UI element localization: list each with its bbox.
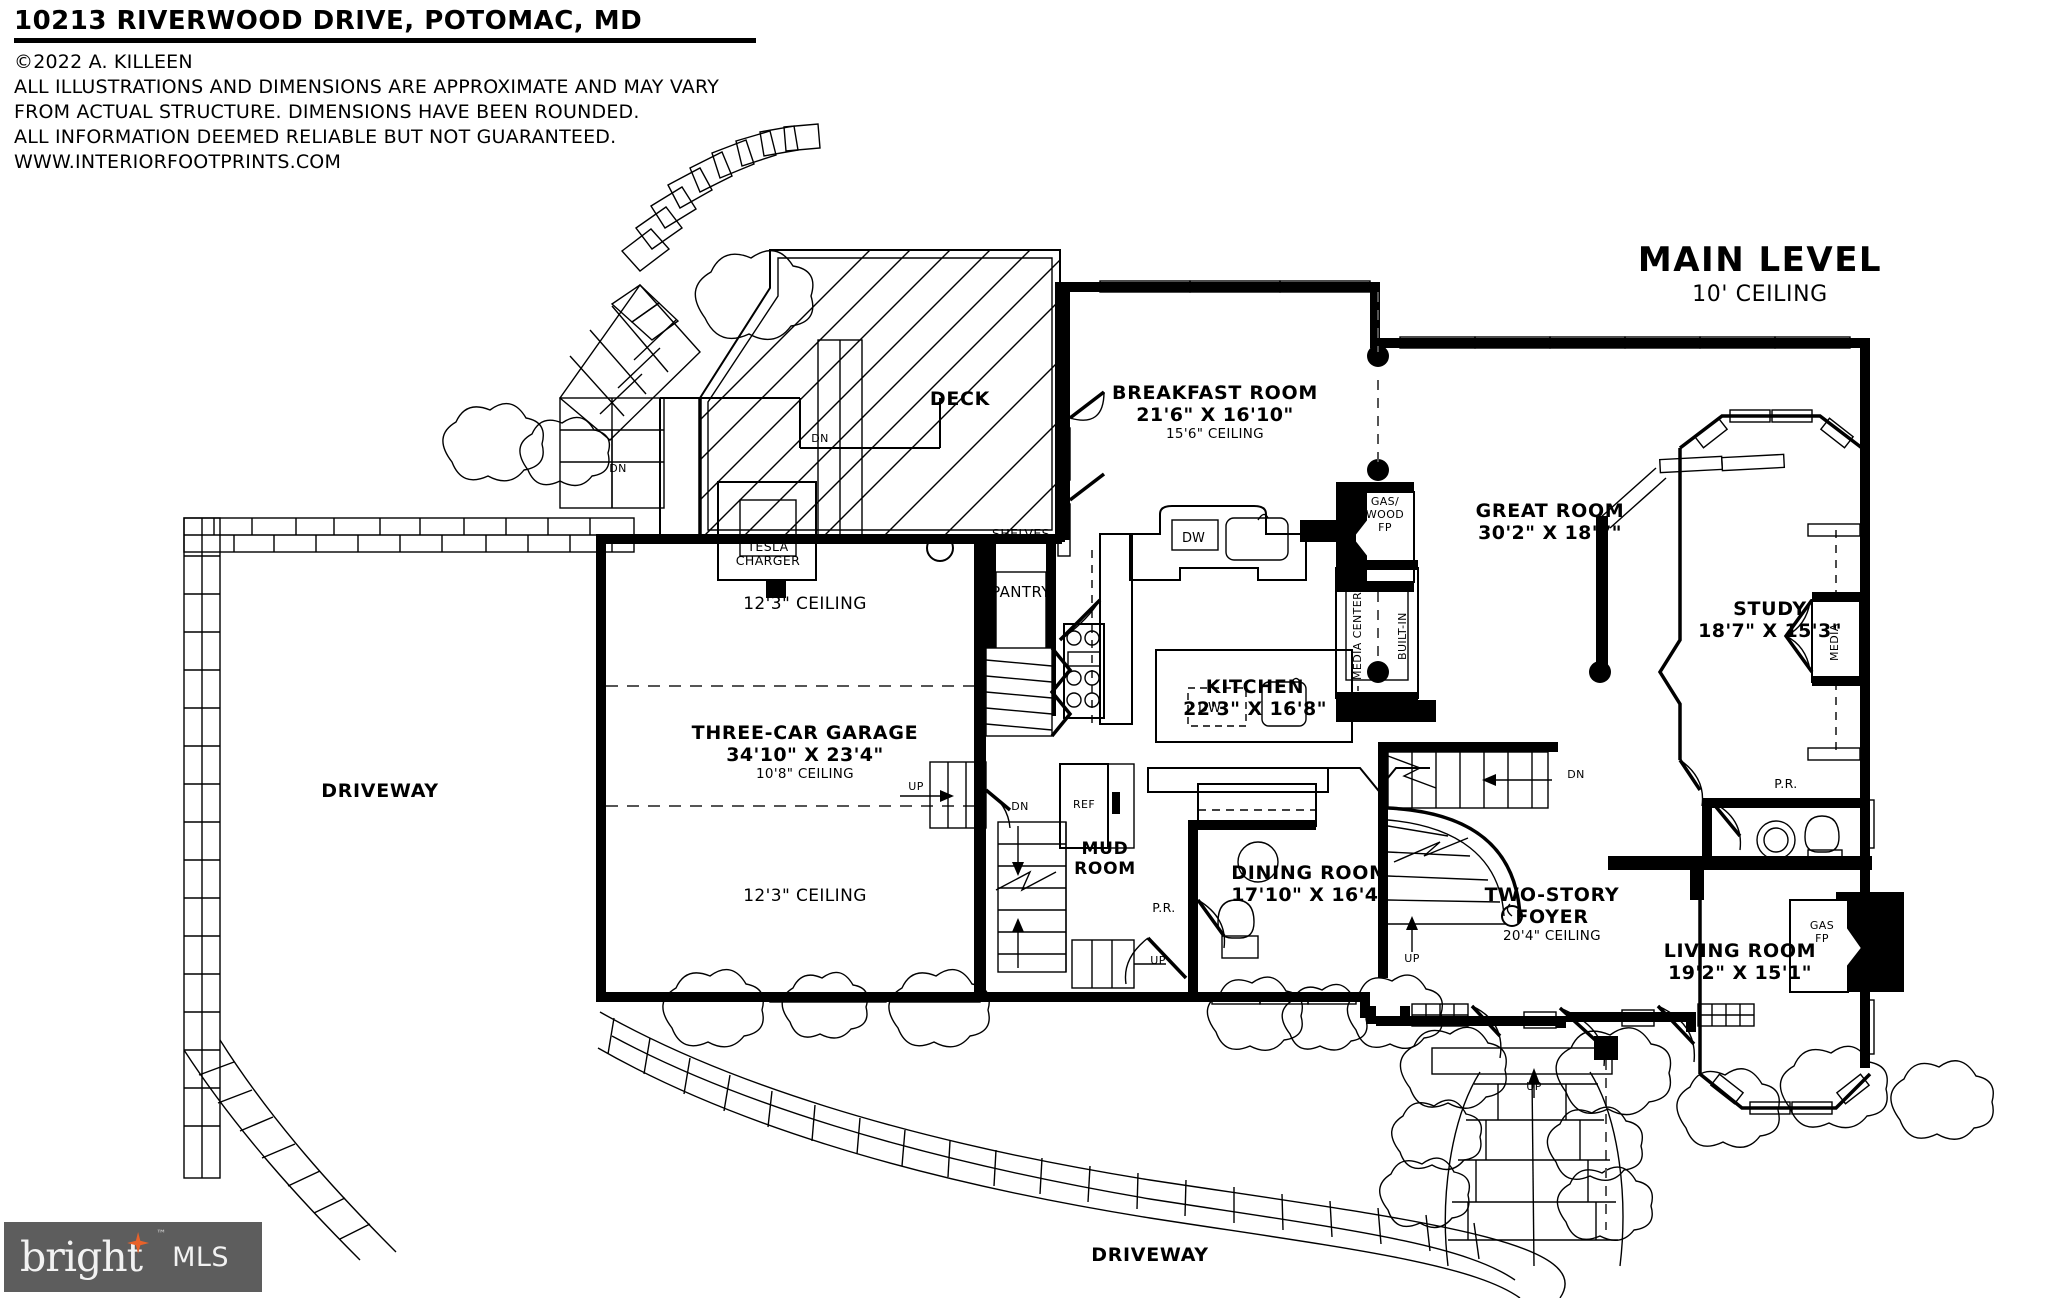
label-up-mudroom: UP: [1150, 954, 1166, 967]
room-label-dining-room: DINING ROOM 17'10" X 16'4": [1231, 862, 1389, 907]
media-center-built-in: [1335, 560, 1436, 722]
room-label-deck: DECK: [929, 388, 991, 410]
level-title-block: MAIN LEVEL 10' CEILING: [1630, 240, 1890, 307]
label-dn-deck-right: DN: [811, 432, 829, 445]
gas-wood-fireplace: [1300, 482, 1415, 592]
label-pantry: PANTRY: [991, 583, 1051, 601]
deck-side-structure: [659, 339, 941, 541]
label-driveway-bottom: DRIVEWAY: [1091, 1244, 1209, 1266]
living-room: [1608, 820, 1904, 1115]
level-ceiling-height: 10' CEILING: [1692, 282, 1828, 307]
room-label-two-story-foyer: TWO-STORY FOYER 20'4" CEILING: [1484, 884, 1620, 945]
trademark-icon: ™: [156, 1229, 166, 1240]
foyer-staircase: [1378, 742, 1558, 978]
tesla-charger-unit: [717, 481, 817, 598]
dining-room-walls: [1188, 992, 1368, 1005]
room-label-breakfast-room: BREAKFAST ROOM 21'6" X 16'10" 15'6" CEIL…: [1112, 382, 1318, 443]
label-gas-wood-fireplace: GAS/ WOOD FP: [1365, 495, 1405, 534]
front-entry: [1400, 1003, 1755, 1067]
stone-retaining-wall: [183, 517, 635, 1261]
landscape-shrubs: [442, 249, 1994, 1242]
label-refrigerator: REF: [1072, 798, 1096, 811]
mudroom-stairs: [900, 598, 1188, 989]
level-title: MAIN LEVEL: [1637, 240, 1883, 280]
mudroom-powder-room: [1188, 783, 1317, 1000]
room-label-mud-room: MUD ROOM: [1074, 839, 1136, 879]
label-up-foyer: UP: [1404, 952, 1420, 965]
structural-posts: [1367, 292, 1618, 1230]
label-tesla-charger: TESLA CHARGER: [735, 539, 801, 569]
label-media-center: MEDIA CENTER: [1351, 591, 1364, 681]
label-up-garage: UP: [908, 780, 924, 793]
label-garage-ceiling-bottom: 12'3" CEILING: [743, 886, 867, 906]
label-powder-room-study: P.R.: [1774, 776, 1798, 791]
label-media-closet: MEDIA: [1828, 623, 1841, 661]
title-underline: [14, 38, 756, 43]
label-shelves: SHELVES: [991, 526, 1050, 541]
front-walkway: [1431, 1047, 1624, 1267]
disclaimer-line-3: ALL INFORMATION DEEMED RELIABLE BUT NOT …: [14, 126, 617, 148]
mls-watermark: bright ™ MLS: [4, 1222, 262, 1292]
label-driveway-left: DRIVEWAY: [321, 780, 439, 802]
label-up-walkway: UP: [1526, 1080, 1542, 1093]
label-garage-ceiling-top: 12'3" CEILING: [743, 594, 867, 614]
disclaimer-line-2: FROM ACTUAL STRUCTURE. DIMENSIONS HAVE B…: [14, 101, 640, 123]
page-title: 10213 RIVERWOOD DRIVE, POTOMAC, MD: [14, 6, 643, 36]
great-room-exterior-door: [1596, 453, 1786, 672]
svg-text:DW: DW: [1198, 701, 1221, 716]
room-label-three-car-garage: THREE-CAR GARAGE 34'10" X 23'4" 10'8" CE…: [691, 722, 919, 783]
room-label-study: STUDY 18'7" X 15'3": [1698, 598, 1842, 643]
deck-stairs-upper: [610, 123, 821, 341]
disclaimer-line-1: ALL ILLUSTRATIONS AND DIMENSIONS ARE APP…: [14, 76, 719, 98]
label-gas-fireplace: GAS FP: [1809, 919, 1835, 945]
website-text: WWW.INTERIORFOOTPRINTS.COM: [14, 151, 342, 173]
label-dn-mudroom: DN: [1011, 800, 1029, 813]
watermark-suffix: MLS: [172, 1241, 230, 1273]
label-dn-foyer: DN: [1567, 768, 1585, 781]
room-label-great-room: GREAT ROOM 30'2" X 18'7": [1475, 500, 1625, 545]
watermark-brand-text: bright: [20, 1233, 143, 1281]
study-room: [1657, 338, 1870, 826]
label-powder-room-mudroom: P.R.: [1152, 900, 1176, 915]
kitchen-fixtures: DW DW: [1059, 505, 1430, 849]
label-built-in: BUILT-IN: [1396, 612, 1409, 660]
study-powder-room: [1702, 798, 1875, 870]
copyright-text: ©2022 A. KILLEEN: [14, 51, 193, 73]
svg-text:DW: DW: [1182, 531, 1205, 546]
driveway-stone-border: [597, 1011, 1566, 1298]
label-dn-deck-left: DN: [609, 462, 627, 475]
room-label-kitchen: KITCHEN 22'3" X 16'8": [1183, 676, 1327, 721]
room-label-living-room: LIVING ROOM 19'2" X 15'1": [1663, 940, 1817, 985]
deck-landing-steps: [559, 283, 701, 509]
breakfast-doors: [1057, 390, 1106, 557]
header-block: 10213 RIVERWOOD DRIVE, POTOMAC, MD ©2022…: [14, 6, 914, 175]
watermark-brand: bright ™: [20, 1229, 166, 1281]
